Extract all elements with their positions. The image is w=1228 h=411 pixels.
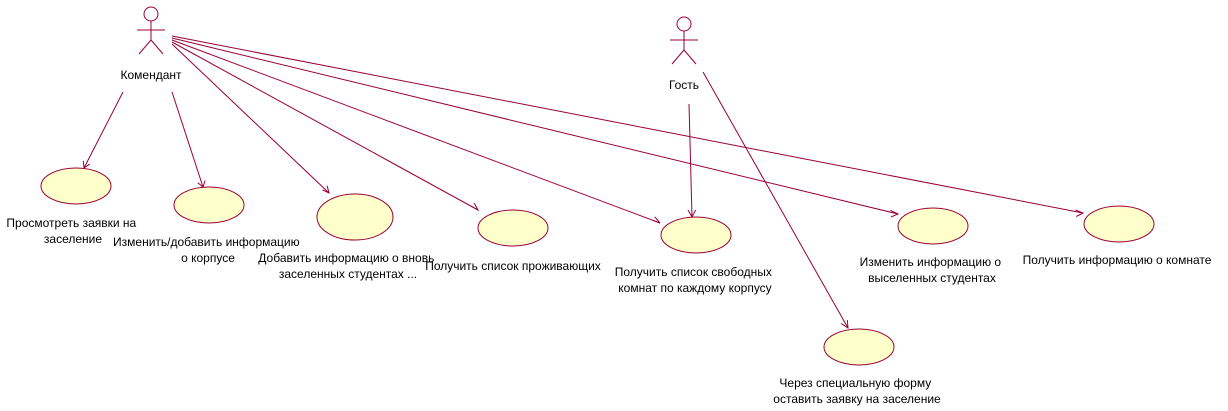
arrowhead-uc8 [840,319,849,329]
association-komendant-uc5 [171,39,661,224]
arrowhead-uc3 [322,185,330,194]
association-komendant-uc4 [171,41,479,211]
arrowhead-uc4 [470,202,480,212]
stick-figure-icon [670,16,698,65]
association-lines [83,35,1084,329]
use-case-label: Изменить информацию о выселенных студент… [860,255,1005,285]
use-case-ellipse [823,328,895,366]
use-case-uc7[interactable]: Получить информацию о комнате [1023,205,1212,267]
use-case-label: Получить информацию о комнате [1023,253,1212,267]
actor-label: Гость [669,78,699,92]
use-case-uc1[interactable]: Просмотреть заявки на заселение [6,167,139,246]
use-case-uc5[interactable]: Получить список свободных комнат по кажд… [615,216,775,295]
association-komendant-uc1 [83,91,124,169]
use-case-label: Просмотреть заявки на заселение [6,216,139,246]
use-case-uc8[interactable]: Через специальную форму оставить заявку … [773,328,941,406]
use-case-ellipse [477,209,549,247]
use-case-label: Получить список проживающих [425,259,601,273]
use-case-uc3[interactable]: Добавить информацию о вновь заселенных с… [258,193,437,281]
use-case-uc6[interactable]: Изменить информацию о выселенных студент… [860,207,1005,285]
arrowhead-uc7 [1075,209,1085,217]
use-case-ellipse [40,167,112,205]
use-case-label: Через специальную форму оставить заявку … [773,376,941,406]
actor-label: Комендант [120,68,182,82]
use-case-uc4[interactable]: Получить список проживающих [425,209,601,273]
actor-gost[interactable]: Гость [669,16,699,92]
arrowhead-uc5 [652,216,661,224]
use-case-uc2[interactable]: Изменить/добавить информацию о корпусе [113,186,303,265]
stick-figure-icon [137,6,165,55]
use-case-ellipse [660,216,732,254]
use-case-ellipse [173,186,245,224]
association-komendant-uc7 [171,35,1084,214]
arrowhead-uc6 [890,209,900,218]
association-gost-uc8 [702,71,849,329]
use-case-label: Получить список свободных комнат по кажд… [615,265,775,295]
use-case-label: Добавить информацию о вновь заселенных с… [258,251,437,281]
association-gost-uc5 [688,103,693,218]
association-komendant-uc6 [171,37,899,215]
use-case-label: Изменить/добавить информацию о корпусе [113,235,303,265]
association-komendant-uc3 [171,43,330,194]
actor-komendant[interactable]: Комендант [120,6,182,82]
association-komendant-uc2 [171,91,204,188]
use-case-ellipse [897,207,969,245]
use-case-ellipse [1083,205,1155,243]
use-case-ellipse [316,193,394,241]
arrowhead-uc1 [82,160,91,169]
